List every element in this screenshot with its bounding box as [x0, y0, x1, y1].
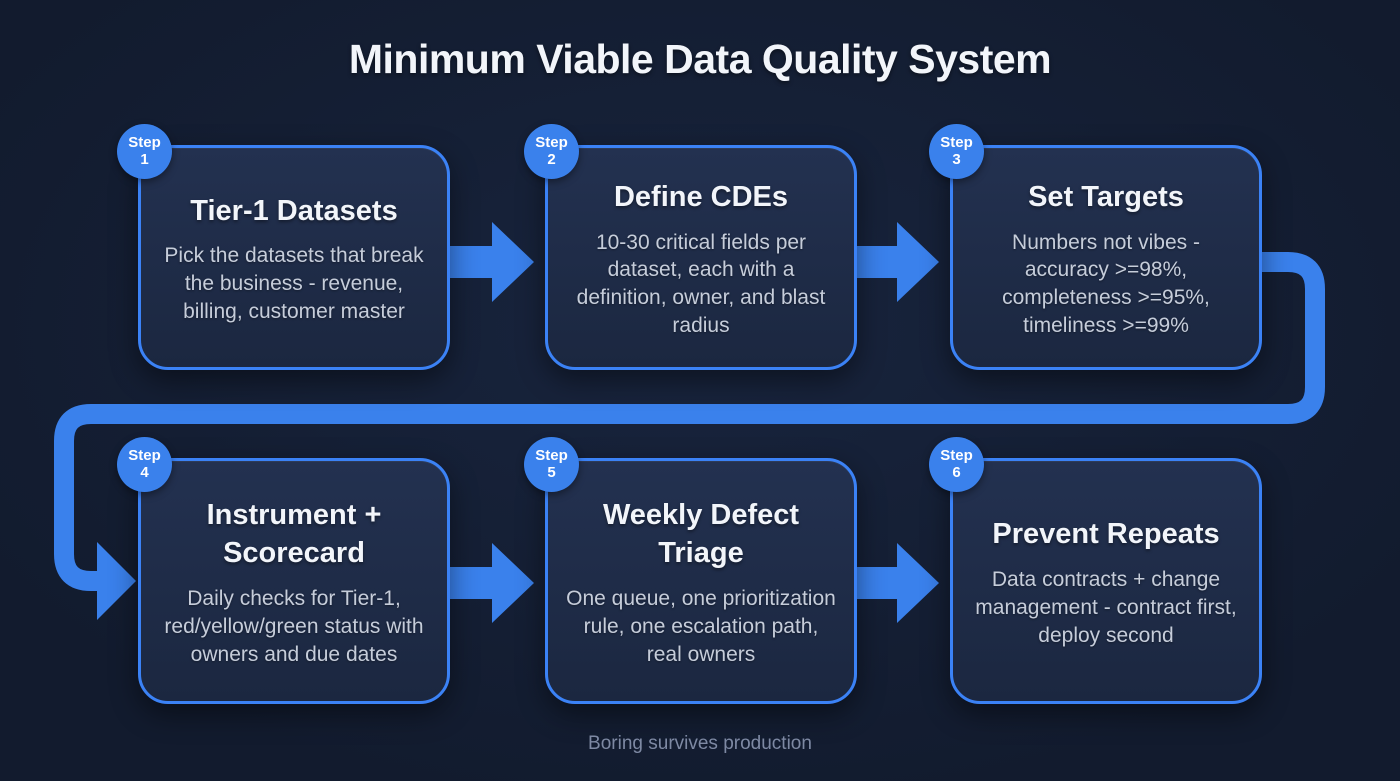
arrow-right-icon	[450, 222, 534, 302]
step-badge-6: Step 6	[929, 437, 984, 492]
flow-connector-arrowhead-icon	[97, 542, 136, 620]
step-badge-4: Step 4	[117, 437, 172, 492]
step-badge-label: Step	[128, 133, 161, 151]
step-title: Prevent Repeats	[992, 518, 1220, 551]
step-title: Instrument + Scorecard	[206, 499, 382, 570]
step-badge-label: Step	[535, 133, 568, 151]
step-card-5: Step 5 Weekly Defect Triage One queue, o…	[524, 437, 857, 704]
step-card-6: Step 6 Prevent Repeats Data contracts + …	[929, 437, 1262, 704]
step-title: Set Targets	[1028, 180, 1184, 213]
step-description: One queue, one prioritization rule, one …	[566, 586, 836, 666]
step-badge-5: Step 5	[524, 437, 579, 492]
step-card-4: Step 4 Instrument + Scorecard Daily chec…	[117, 437, 450, 704]
step-badge-number: 2	[547, 150, 556, 168]
arrow-right-icon	[855, 543, 939, 623]
step-title: Tier-1 Datasets	[190, 194, 398, 227]
page-title: Minimum Viable Data Quality System	[348, 36, 1052, 82]
step-description: 10-30 critical fields per dataset, each …	[576, 230, 826, 338]
step-title: Define CDEs	[613, 180, 789, 213]
step-badge-number: 1	[140, 150, 149, 168]
step-badge-number: 5	[547, 463, 556, 481]
step-card-1: Step 1 Tier-1 Datasets Pick the datasets…	[117, 124, 450, 370]
step-badge-label: Step	[940, 446, 973, 464]
step-badge-number: 3	[952, 150, 961, 168]
step-description: Data contracts + change management - con…	[975, 567, 1237, 647]
arrow-right-icon	[450, 543, 534, 623]
step-badge-label: Step	[535, 446, 568, 464]
step-badge-label: Step	[940, 133, 973, 151]
step-card-2: Step 2 Define CDEs 10-30 critical fields…	[524, 124, 857, 370]
step-badge-2: Step 2	[524, 124, 579, 179]
step-description: Numbers not vibes - accuracy >=98%, comp…	[1002, 230, 1210, 338]
step-badge-number: 6	[952, 463, 961, 481]
step-badge-1: Step 1	[117, 124, 172, 179]
step-badge-number: 4	[140, 463, 149, 481]
step-description: Daily checks for Tier-1, red/yellow/gree…	[164, 586, 424, 666]
arrow-right-icon	[855, 222, 939, 302]
step-title: Weekly Defect Triage	[602, 499, 800, 570]
step-description: Pick the datasets that break the busines…	[164, 244, 424, 324]
footer-tagline: Boring survives production	[588, 733, 812, 754]
step-badge-3: Step 3	[929, 124, 984, 179]
step-card-3: Step 3 Set Targets Numbers not vibes - a…	[929, 124, 1262, 370]
step-badge-label: Step	[128, 446, 161, 464]
